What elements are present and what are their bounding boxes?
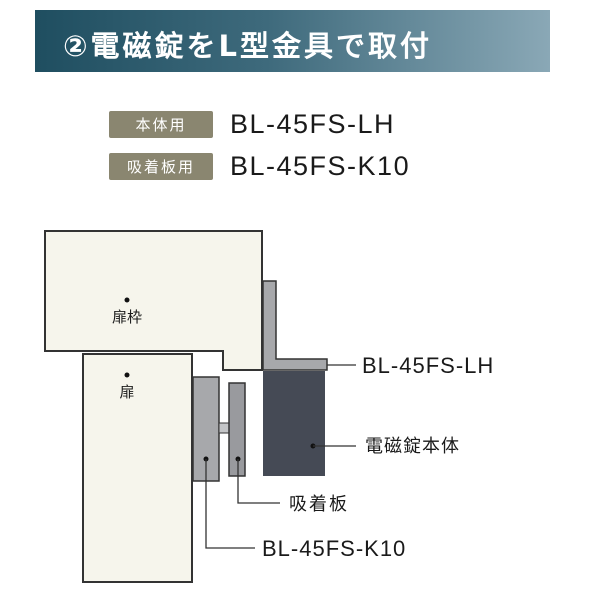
bracket-callout: BL-45FS-LH	[362, 353, 494, 378]
door-frame	[44, 230, 263, 371]
lock-body-callout: 電磁錠本体	[365, 436, 460, 456]
armature-plate	[228, 382, 246, 477]
header-banner: ②電磁錠をL型金具で取付	[35, 10, 550, 72]
plate-connector	[218, 422, 230, 434]
model-plate: BL-45FS-K10	[230, 151, 411, 181]
plate-callout: 吸着板	[289, 494, 349, 514]
door-label: 扉	[119, 384, 134, 401]
leader-plate-bracket	[205, 459, 255, 549]
badge-body: 本体用	[109, 111, 213, 138]
page-title: ②電磁錠をL型金具で取付	[63, 29, 433, 63]
plate-bracket-callout: BL-45FS-K10	[262, 536, 406, 561]
model-body: BL-45FS-LH	[230, 109, 396, 139]
model-row-body: 本体用 BL-45FS-LH	[109, 109, 396, 139]
model-row-plate: 吸着板用 BL-45FS-K10	[109, 151, 411, 181]
lock-body	[263, 371, 325, 476]
frame-dot	[124, 297, 130, 303]
leader-plate	[237, 459, 280, 504]
l-bracket	[262, 280, 328, 371]
door	[82, 353, 193, 583]
door-dot	[124, 372, 130, 378]
frame-label: 扉枠	[112, 309, 142, 326]
badge-plate: 吸着板用	[109, 153, 213, 180]
